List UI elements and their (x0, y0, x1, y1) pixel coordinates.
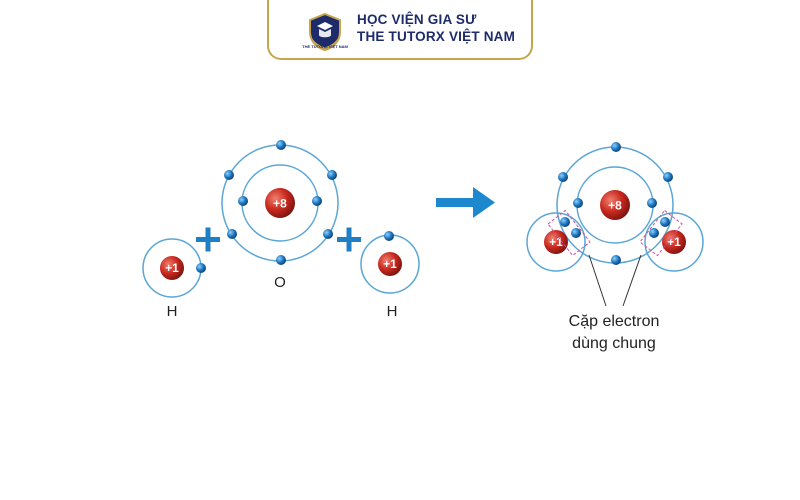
hydrogen-label-right: H (387, 303, 398, 320)
brand-name-line2: THE TUTORX VIỆT NAM (357, 29, 516, 44)
hydrogen-atom-left: +1 H (142, 238, 206, 320)
electron (327, 170, 337, 180)
electron (227, 229, 237, 239)
hydrogen-shell-left (526, 212, 586, 272)
electron (323, 229, 333, 239)
electron (384, 231, 394, 241)
hydrogen-nucleus-label: +1 (383, 257, 397, 271)
electron (571, 228, 581, 238)
right-arrow-icon (436, 187, 495, 218)
header-banner: THE TUTORX VIỆT NAM HỌC VIỆN GIA SƯ THE … (267, 0, 533, 60)
electron (647, 198, 657, 208)
water-molecule: +8 +1 +1 Cặp electron dùng chung (526, 142, 704, 352)
oxygen-label: O (274, 274, 286, 291)
logo-caption: THE TUTORX VIỆT NAM (302, 44, 348, 49)
electron (560, 217, 570, 227)
molecule-hydrogen-right-label: +1 (667, 235, 681, 249)
hydrogen-nucleus-right (662, 230, 686, 254)
hydrogen-nucleus (160, 256, 184, 280)
pointer-line (622, 254, 642, 307)
shared-pair-right (639, 209, 683, 257)
plus-sign-right-icon (337, 227, 361, 252)
oxygen-atom: +8 O (221, 140, 339, 291)
hydrogen-nucleus (378, 252, 402, 276)
oxygen-nucleus (265, 188, 295, 218)
brand-name-line1: HỌC VIỆN GIA SƯ (357, 12, 477, 27)
plus-sign-left-icon (196, 227, 220, 252)
shield-crest-icon (309, 12, 341, 52)
hydrogen-shell-right (644, 212, 704, 272)
caption-line1: Cặp electron (569, 313, 660, 330)
pointer-line (588, 254, 607, 307)
hydrogen-nucleus-left (544, 230, 568, 254)
hydrogen-label-left: H (167, 303, 178, 320)
electron (276, 255, 286, 265)
molecule-oxygen-nucleus-label: +8 (608, 199, 622, 213)
electron (611, 255, 621, 265)
electron (238, 196, 248, 206)
electron (663, 172, 673, 182)
electron (196, 263, 206, 273)
hydrogen-nucleus-label: +1 (165, 261, 179, 275)
electron (573, 198, 583, 208)
oxygen-nucleus (600, 190, 630, 220)
caption-line2: dùng chung (572, 335, 656, 352)
oxygen-nucleus-label: +8 (273, 197, 287, 211)
electron (611, 142, 621, 152)
electron (558, 172, 568, 182)
shared-pair-left (547, 209, 591, 257)
hydrogen-atom-right: +1 H (360, 231, 420, 320)
electron (660, 217, 670, 227)
electron (224, 170, 234, 180)
electron (649, 228, 659, 238)
molecule-hydrogen-left-label: +1 (549, 235, 563, 249)
electron (312, 196, 322, 206)
electron (276, 140, 286, 150)
